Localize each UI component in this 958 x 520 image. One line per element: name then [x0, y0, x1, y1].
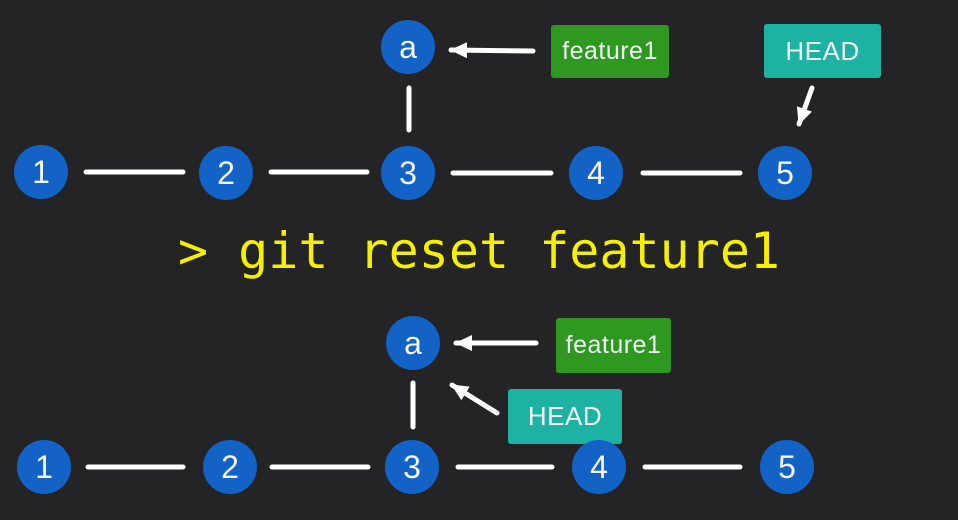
feature1-arrow-to-a: [448, 42, 536, 59]
commit-node-1: 1: [14, 145, 68, 199]
head-arrow-to-a: [449, 382, 500, 416]
head-arrow-to-5: [796, 85, 815, 127]
feature1-branch-tag: feature1: [551, 25, 669, 78]
branch-commit-node-a: a: [386, 316, 440, 370]
commit-node-2: 2: [203, 440, 257, 494]
feature1-branch-tag: feature1: [556, 318, 671, 373]
commit-node-5: 5: [760, 440, 814, 494]
commit-node-4: 4: [569, 146, 623, 200]
head-tag: HEAD: [508, 389, 622, 444]
before-connectors: [83, 42, 815, 176]
commit-node-5: 5: [758, 146, 812, 200]
branch-commit-node-a: a: [381, 20, 435, 74]
commit-node-3: 3: [381, 146, 435, 200]
head-tag: HEAD: [764, 24, 881, 78]
commit-node-1: 1: [17, 440, 71, 494]
commit-node-2: 2: [199, 146, 253, 200]
commit-node-4: 4: [572, 440, 626, 494]
after-connectors: [85, 335, 743, 470]
git-command-text: > git reset feature1: [177, 222, 781, 280]
commit-node-3: 3: [385, 440, 439, 494]
